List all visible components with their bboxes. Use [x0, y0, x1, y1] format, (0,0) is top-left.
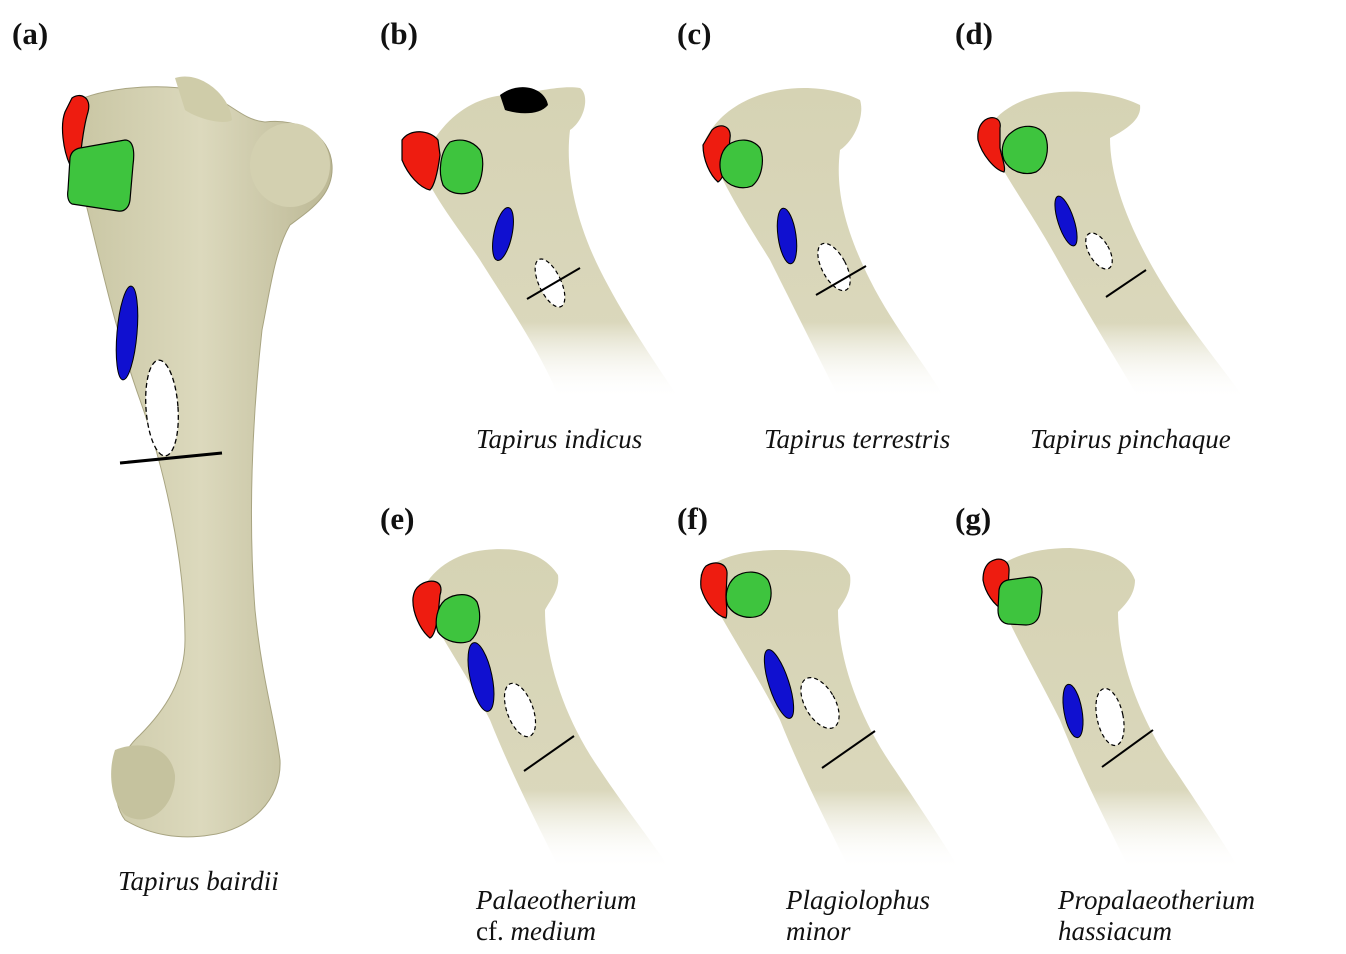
panel-label-e: (e): [380, 503, 414, 534]
panel-label-a: (a): [12, 18, 48, 49]
caption-g-line1: Propalaeotherium: [1058, 885, 1255, 916]
caption-f-line1: Plagiolophus: [786, 885, 930, 916]
panel-label-g: (g): [955, 503, 991, 534]
caption-e: Palaeotherium cf. medium: [476, 885, 636, 947]
caption-g: Propalaeotherium hassiacum: [1058, 885, 1255, 947]
caption-e-line2: cf. medium: [476, 916, 636, 947]
panel-label-c: (c): [677, 18, 711, 49]
green-region-a: [68, 140, 134, 211]
red-region-f: [701, 563, 727, 618]
panel-label-b: (b): [380, 18, 418, 49]
green-region-g: [998, 577, 1042, 625]
panel-label-f: (f): [677, 503, 708, 534]
caption-a: Tapirus bairdii: [118, 866, 279, 897]
caption-e-line1: Palaeotherium: [476, 885, 636, 916]
caption-b: Tapirus indicus: [476, 424, 642, 455]
caption-c: Tapirus terrestris: [764, 424, 950, 455]
caption-f-line2: minor: [786, 916, 930, 947]
caption-e-prefix: cf.: [476, 916, 510, 946]
red-region-d: [978, 118, 1005, 172]
red-region-b: [402, 132, 440, 190]
green-region-e: [436, 595, 479, 643]
green-region-f: [726, 572, 771, 617]
green-region-b: [440, 140, 482, 194]
femur-b: [420, 87, 680, 400]
caption-d: Tapirus pinchaque: [1030, 424, 1231, 455]
caption-g-line2: hassiacum: [1058, 916, 1255, 947]
caption-f: Plagiolophus minor: [786, 885, 930, 947]
green-region-c: [720, 140, 762, 188]
panel-label-d: (d): [955, 18, 993, 49]
